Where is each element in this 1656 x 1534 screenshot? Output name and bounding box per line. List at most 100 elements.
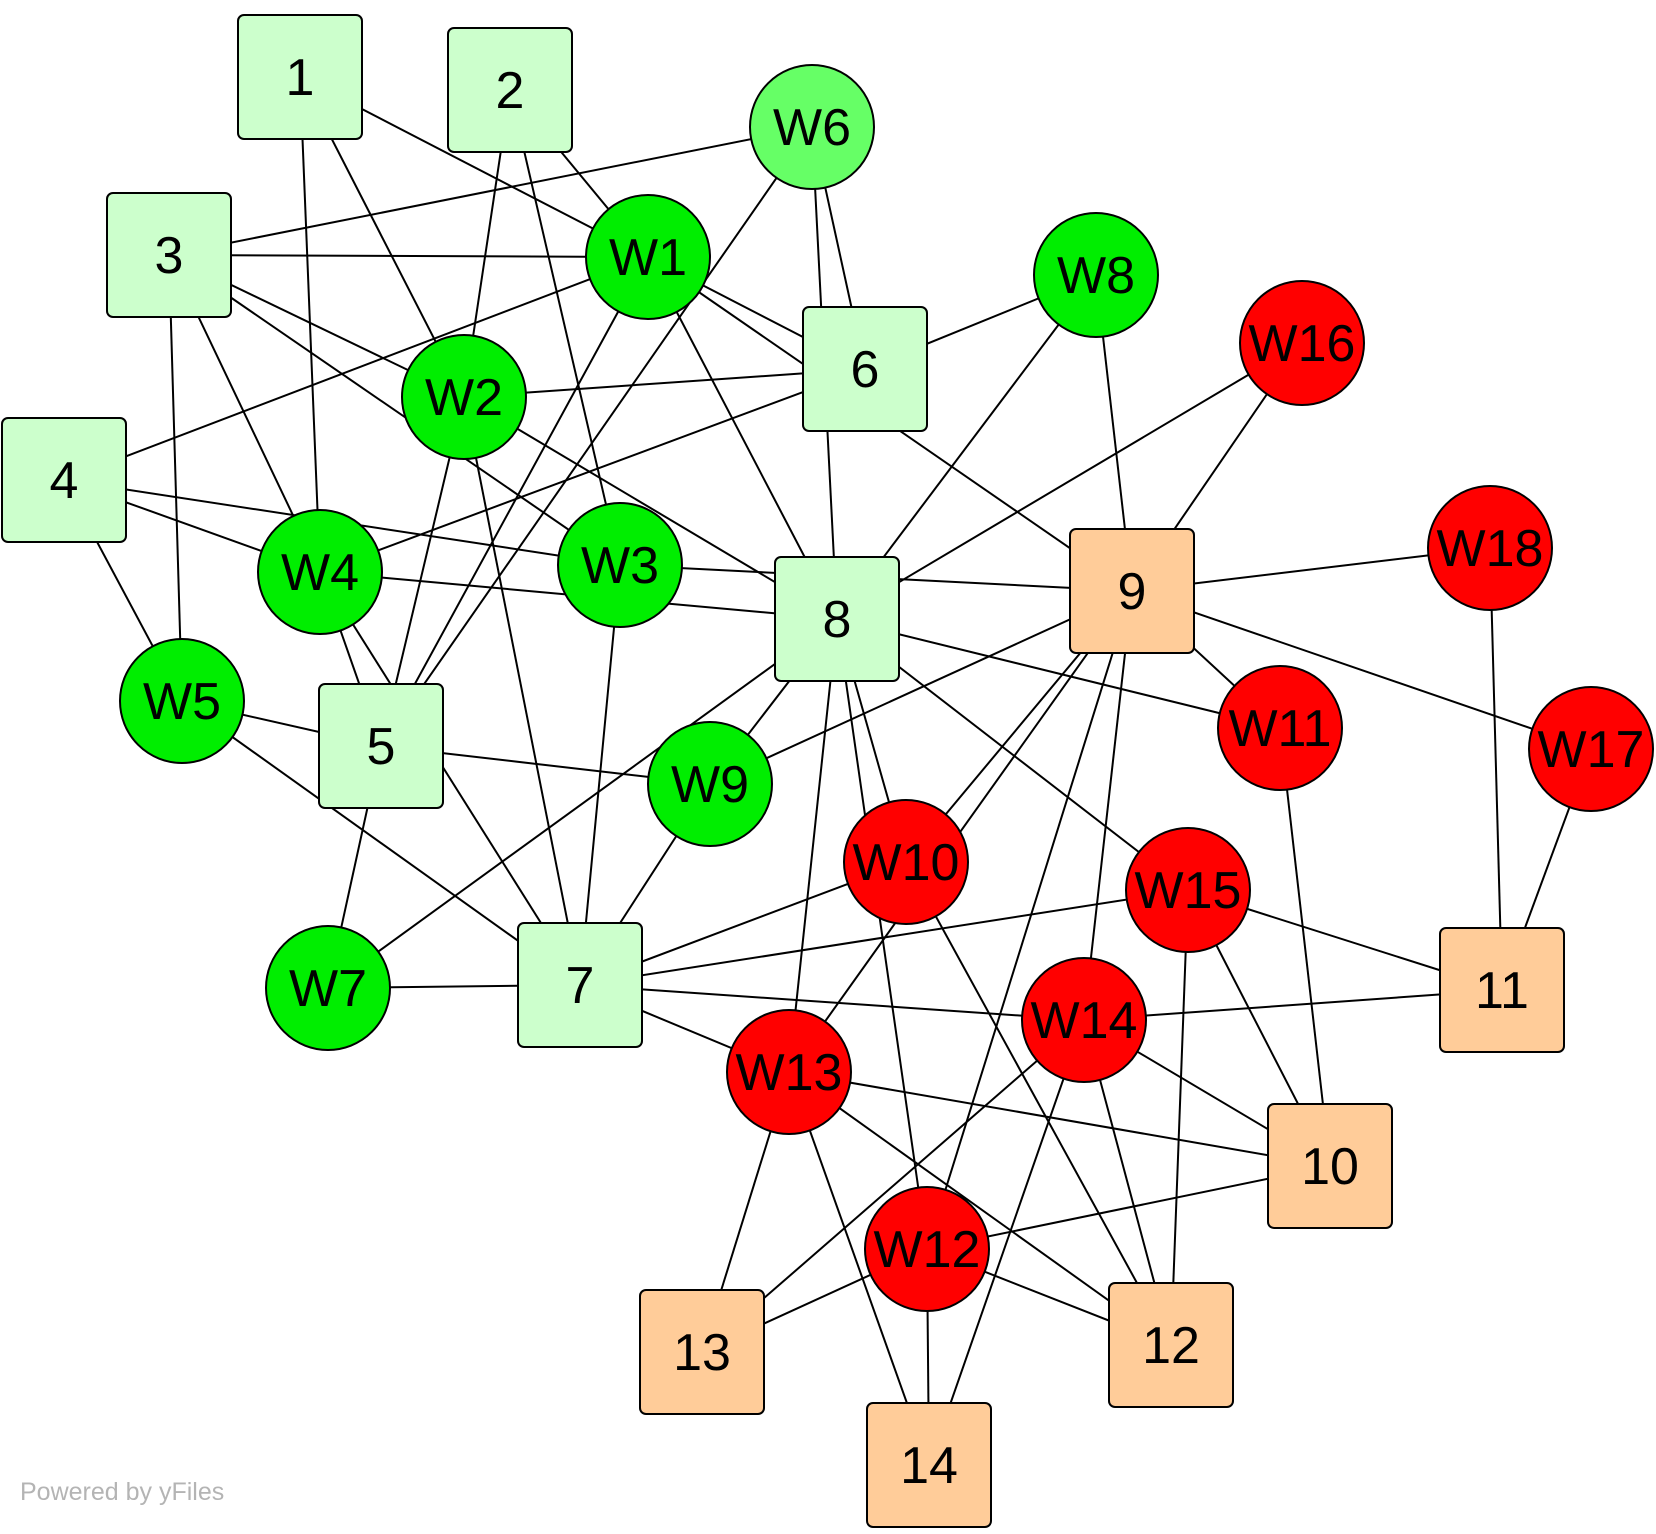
edge-9-W14: [1083, 590, 1133, 1021]
node-5-label: 5: [367, 718, 396, 776]
node-W8-shape: [1033, 212, 1159, 338]
edge-7-W2: [463, 396, 581, 986]
node-W14-shape: [1021, 957, 1147, 1083]
node-W4-shape: [257, 509, 383, 635]
node-W17: W17: [1528, 686, 1654, 812]
node-W9-label: W9: [671, 756, 749, 814]
node-W6-shape: [749, 64, 875, 190]
node-W18-shape: [1427, 485, 1553, 611]
node-2-shape: [447, 27, 573, 153]
node-W2-shape: [401, 334, 527, 460]
node-W6-label: W6: [773, 99, 851, 157]
node-4: 4: [1, 417, 127, 543]
edge-14-W13: [788, 1071, 930, 1466]
node-W12-label: W12: [874, 1221, 981, 1279]
node-W15: W15: [1125, 827, 1251, 953]
watermark-text: Powered by yFiles: [20, 1478, 225, 1506]
edge-2-W3: [509, 89, 621, 566]
node-W8: W8: [1033, 212, 1159, 338]
edge-3-W1: [168, 254, 649, 258]
node-W17-shape: [1528, 686, 1654, 812]
node-W1-shape: [585, 194, 711, 320]
edge-7-W4: [319, 571, 581, 986]
node-11-label: 11: [1475, 962, 1529, 1020]
edge-8-W16: [836, 342, 1303, 620]
node-9-label: 9: [1118, 563, 1147, 621]
edge-8-W11: [836, 618, 1281, 729]
node-14: 14: [866, 1402, 992, 1528]
edge-8-W7: [327, 618, 838, 989]
edge-10-W11: [1279, 727, 1331, 1167]
node-W15-shape: [1125, 827, 1251, 953]
node-10-shape: [1267, 1103, 1393, 1229]
node-3-label: 3: [155, 227, 184, 285]
node-W7-shape: [265, 925, 391, 1051]
edge-7-W5: [181, 700, 581, 986]
edge-12-W13: [788, 1071, 1172, 1346]
edge-8-W12: [836, 618, 928, 1250]
node-12-label: 12: [1142, 1317, 1200, 1375]
node-10: 10: [1267, 1103, 1393, 1229]
node-W10: W10: [843, 799, 969, 925]
node-2: 2: [447, 27, 573, 153]
edge-10-W13: [788, 1071, 1331, 1167]
edge-5-W6: [380, 126, 813, 747]
node-3: 3: [106, 192, 232, 318]
edge-13-W14: [701, 1019, 1085, 1353]
node-8-shape: [774, 556, 900, 682]
node-4-label: 4: [50, 452, 79, 510]
node-W18: W18: [1427, 485, 1553, 611]
node-W13: W13: [726, 1009, 852, 1135]
node-14-label: 14: [900, 1437, 958, 1495]
node-2-label: 2: [496, 62, 525, 120]
node-W3-label: W3: [581, 537, 659, 595]
node-12-shape: [1108, 1282, 1234, 1408]
node-W16-label: W16: [1249, 315, 1356, 373]
node-1-label: 1: [286, 49, 315, 107]
node-W9-shape: [647, 721, 773, 847]
node-9-shape: [1069, 528, 1195, 654]
node-13-label: 13: [673, 1324, 731, 1382]
node-W5: W5: [119, 638, 245, 764]
edge-1-W4: [299, 76, 321, 573]
node-W11-label: W11: [1228, 700, 1331, 758]
node-14-shape: [866, 1402, 992, 1528]
edge-12-W10: [905, 861, 1172, 1346]
edge-12-W15: [1170, 889, 1189, 1346]
node-1-shape: [237, 14, 363, 140]
edge-5-W1: [380, 256, 649, 747]
node-8: 8: [774, 556, 900, 682]
edge-7-W3: [579, 564, 621, 986]
edge-9-W9: [709, 590, 1133, 785]
node-W3-shape: [557, 502, 683, 628]
edge-3-W5: [168, 254, 183, 702]
node-W11-shape: [1217, 665, 1343, 791]
node-W14: W14: [1021, 957, 1147, 1083]
node-7-shape: [517, 922, 643, 1048]
edge-6-W4: [319, 368, 866, 573]
edge-4-W1: [63, 256, 649, 481]
node-1: 1: [237, 14, 363, 140]
node-W1-label: W1: [609, 229, 687, 287]
node-W10-label: W10: [853, 834, 960, 892]
node-W4-label: W4: [281, 544, 359, 602]
node-W5-shape: [119, 638, 245, 764]
node-W16-shape: [1239, 280, 1365, 406]
node-W5-label: W5: [143, 673, 221, 731]
node-6-shape: [802, 306, 928, 432]
node-11: 11: [1439, 927, 1565, 1053]
node-5: 5: [318, 683, 444, 809]
node-12: 12: [1108, 1282, 1234, 1408]
edge-9-W12: [926, 590, 1133, 1250]
node-10-label: 10: [1301, 1138, 1359, 1196]
node-7-label: 7: [566, 957, 595, 1015]
edges-layer: [63, 76, 1592, 1466]
node-4-shape: [1, 417, 127, 543]
node-W9: W9: [647, 721, 773, 847]
node-W8-label: W8: [1057, 247, 1135, 305]
edge-6-W2: [463, 368, 866, 398]
node-W10-shape: [843, 799, 969, 925]
node-W12: W12: [864, 1186, 990, 1312]
node-W13-shape: [726, 1009, 852, 1135]
